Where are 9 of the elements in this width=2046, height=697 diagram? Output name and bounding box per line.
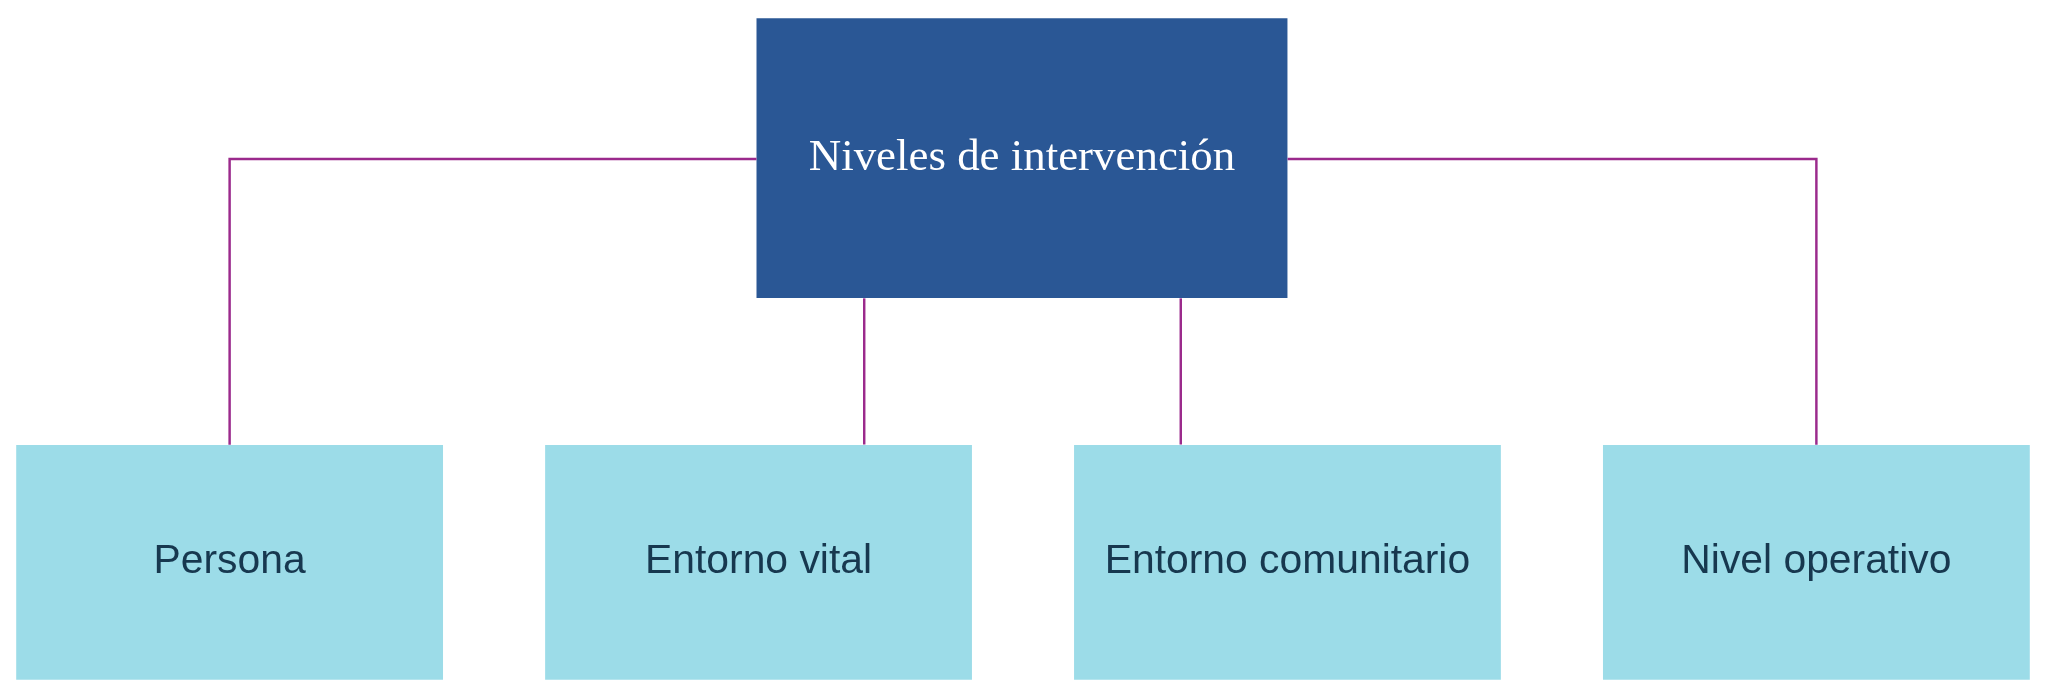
node-box: Persona [16, 444, 443, 680]
node-box: Entorno comunitario [1074, 444, 1501, 680]
connector [863, 297, 866, 444]
node-box: Entorno vital [545, 444, 972, 680]
connector [228, 157, 757, 445]
connector [1179, 297, 1182, 444]
node-box: Nivel operativo [1603, 444, 2030, 680]
connector [1287, 157, 1818, 445]
node-box: Niveles de intervención [756, 17, 1288, 298]
